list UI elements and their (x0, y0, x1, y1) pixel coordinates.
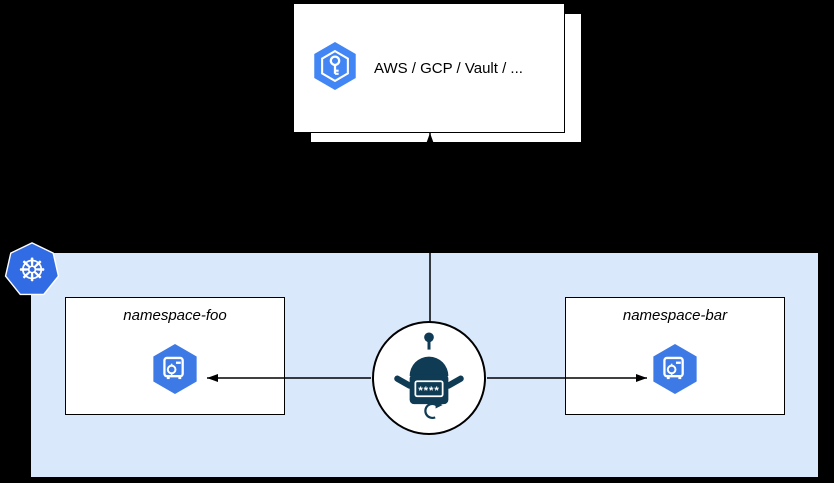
provider-box: AWS / GCP / Vault / ... (293, 3, 565, 133)
kms-key-hexagon-icon (312, 41, 358, 96)
kubernetes-wheel-glyph: ☸ (18, 252, 47, 288)
external-secrets-operator-circle: **** (372, 321, 486, 435)
namespace-bar-label: namespace-bar (622, 307, 728, 324)
secret-safe-hexagon-icon-foo (150, 342, 200, 401)
namespace-foo-box: namespace-foo (65, 297, 285, 415)
kubernetes-helm-wheel-icon: ☸ (3, 241, 61, 299)
provider-label: AWS / GCP / Vault / ... (374, 59, 523, 77)
namespace-bar-box: namespace-bar (565, 297, 785, 415)
namespace-foo-label: namespace-foo (123, 307, 227, 324)
password-asterisks: **** (418, 385, 439, 397)
secret-safe-hexagon-icon-bar (650, 342, 700, 401)
external-secrets-robot-icon: **** (385, 329, 473, 428)
